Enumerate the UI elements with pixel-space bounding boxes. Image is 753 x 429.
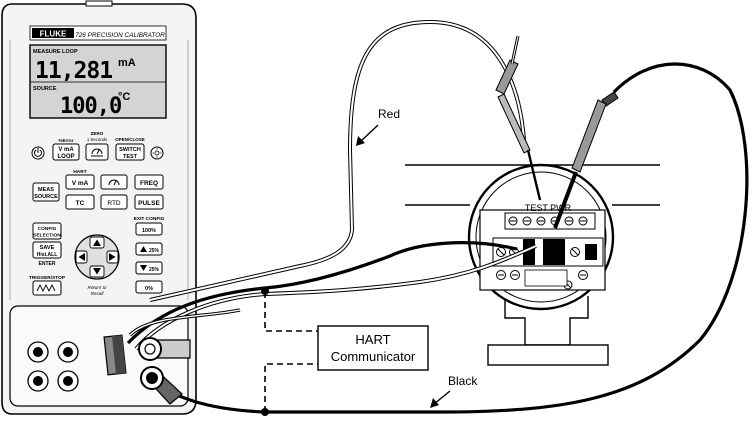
red-label-arrow-icon — [356, 136, 365, 146]
pct0-key-label: 0% — [145, 286, 153, 292]
down-arrow-button[interactable] — [89, 265, 105, 278]
freq-key-label: FREQ — [140, 180, 158, 187]
black-lead-plug — [140, 366, 183, 405]
recall-all-key-label: Hist.ALL — [37, 252, 58, 258]
up-triangle-icon — [140, 246, 147, 252]
right-arrow-button[interactable] — [106, 250, 119, 264]
pressure-key-icon — [108, 179, 120, 186]
pulse-key-label: PULSE — [138, 200, 160, 207]
waveform-icon — [36, 283, 56, 293]
up-arrow-button[interactable] — [89, 236, 105, 249]
vma-key-label: V mA — [72, 180, 89, 187]
test-key-label: TEST — [123, 154, 138, 160]
red-wire-label: Red — [378, 107, 400, 121]
hart-communicator-line1: HART — [355, 332, 390, 347]
black-test-probe — [553, 91, 619, 229]
right-arrow-icon — [109, 253, 116, 261]
power-icon — [34, 148, 42, 157]
junction-dot-lower — [261, 408, 269, 416]
red-test-probe — [495, 35, 542, 201]
dual-banana-plug — [103, 334, 127, 376]
loop-key-label: LOOP — [57, 154, 74, 160]
model-title: 726 PRECISION CALIBRATOR — [75, 32, 165, 39]
direction-pad — [74, 234, 120, 280]
pressure-zero-key[interactable] — [85, 143, 109, 161]
source-unit: °C — [118, 91, 130, 103]
vma-loop-key[interactable]: V mA LOOP — [52, 143, 80, 161]
save-key-label: SAVE — [40, 245, 55, 251]
measure-loop-label: MEASURE LOOP — [33, 49, 78, 55]
pressure-icon — [91, 148, 103, 155]
brand-logo: FLUKE — [40, 30, 67, 39]
zero-label: ZERO — [91, 131, 104, 136]
open-close-label: OPEN/CLOSE — [115, 137, 145, 142]
config-selection-key[interactable]: CONFIG SELECTION — [32, 222, 62, 240]
test-pwr-label: TEST PWR — [525, 203, 572, 213]
loop-transmitter: TEST PWR — [405, 163, 660, 366]
trigger-key[interactable] — [32, 280, 62, 296]
source-key-label: SOURCE — [34, 194, 58, 200]
selection-key-label: SELECTION — [33, 233, 61, 239]
junction-dot-upper — [261, 287, 269, 295]
down25-key[interactable]: 25% — [135, 261, 163, 275]
tc-key-label: TC — [76, 200, 85, 207]
down-arrow-icon — [93, 268, 101, 275]
meas-key-label: MEAS — [38, 187, 54, 193]
pct100-key[interactable]: 100% — [135, 222, 163, 236]
rtd-key[interactable]: RTD — [100, 194, 128, 210]
up-arrow-icon — [93, 239, 101, 246]
black-wire-label: Black — [448, 374, 478, 388]
vma-key[interactable]: V mA — [65, 174, 95, 190]
pulse-key[interactable]: PULSE — [134, 194, 164, 210]
pct0-key[interactable]: 0% — [135, 280, 163, 294]
source-label: SOURCE — [33, 86, 57, 92]
switch-test-key[interactable]: SWITCH TEST — [115, 143, 145, 161]
lower-terminal-screws — [496, 247, 588, 290]
tc-key[interactable]: TC — [65, 194, 95, 210]
switch-key-label: SWITCH — [119, 147, 141, 153]
enter-label: ENTER — [39, 261, 56, 267]
down25-key-label: 25% — [149, 267, 160, 273]
freq-key[interactable]: FREQ — [134, 174, 164, 190]
hart-key-label: HART — [73, 169, 86, 175]
return-label: Return to — [88, 285, 107, 290]
measure-value: 11,281 — [35, 58, 112, 84]
error-key-label: %Error — [58, 138, 73, 143]
trigger-stop-label: TRIGGER/STOP — [29, 275, 66, 281]
backlight-icon — [152, 148, 162, 158]
rtd-key-label: RTD — [107, 200, 121, 207]
fluke-calibrator: FLUKE 726 PRECISION CALIBRATOR MEASURE L… — [1, 0, 197, 415]
down-triangle-icon — [140, 265, 147, 271]
pressure-key[interactable] — [100, 174, 128, 190]
save-key[interactable]: SAVE Hist.ALL — [32, 241, 62, 259]
left-arrow-button[interactable] — [75, 250, 88, 264]
meas-source-key[interactable]: MEAS SOURCE — [32, 182, 60, 202]
up25-key[interactable]: 25% — [135, 242, 163, 256]
left-arrow-icon — [78, 253, 85, 261]
config-key-label: CONFIG — [38, 226, 57, 232]
measure-unit: mA — [118, 57, 136, 69]
grey-lead-plug — [138, 337, 191, 361]
black-label-arrow-icon — [430, 398, 439, 408]
pct100-key-label: 100% — [142, 228, 156, 234]
recall-label: Recall — [91, 291, 105, 296]
zero-seconds-label: 1 Seconds — [87, 137, 107, 142]
backlight-button[interactable] — [150, 146, 164, 160]
hart-communicator-line2: Communicator — [331, 349, 416, 364]
vma-loop-key-label: V mA — [58, 147, 74, 153]
exit-config-label: EXIT CONFIG — [134, 216, 165, 222]
hart-communicator — [317, 325, 429, 371]
wiring — [126, 19, 749, 414]
source-value: 100,0 — [60, 94, 121, 119]
lcd-display — [29, 44, 167, 119]
up25-key-label: 25% — [149, 248, 160, 254]
input-jacks — [27, 341, 79, 392]
